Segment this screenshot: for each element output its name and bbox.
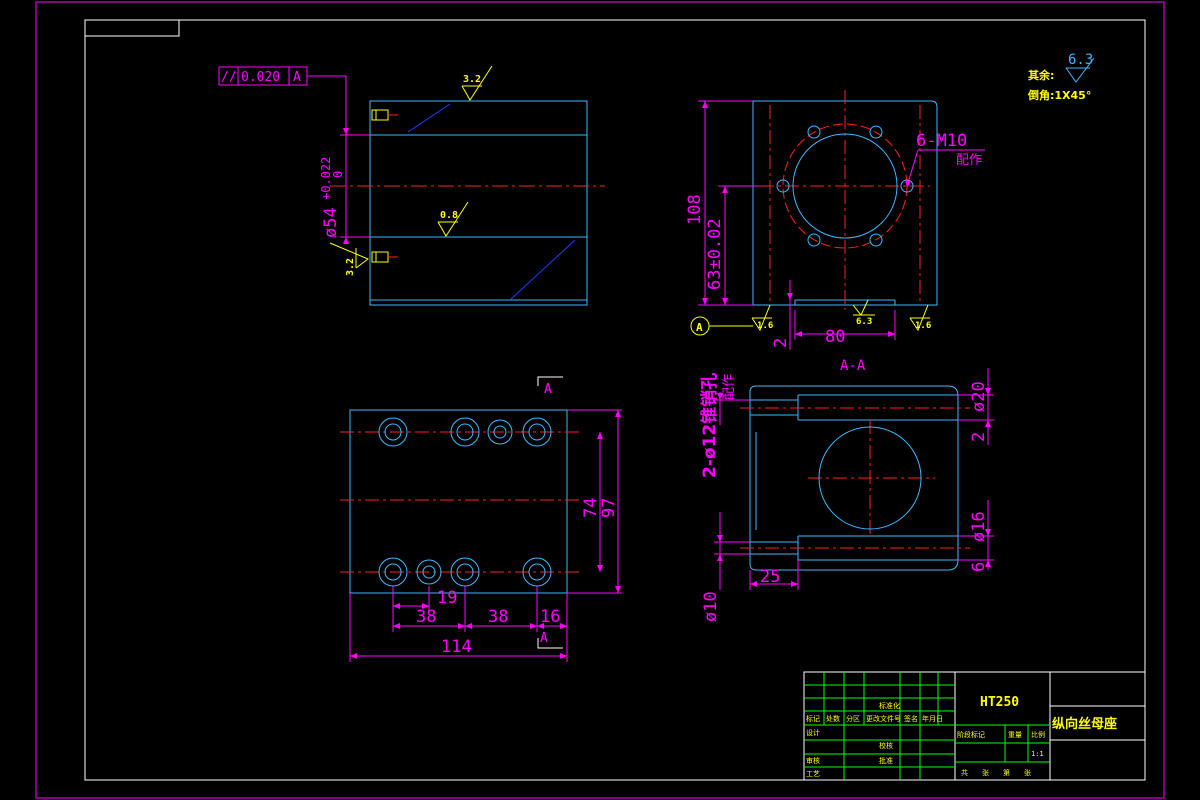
tb-check: 审核 — [806, 756, 820, 765]
dim-19: 19 — [437, 588, 457, 608]
tb-ratio: 比例 — [1031, 730, 1045, 739]
tb-material: HT250 — [980, 695, 1019, 710]
dim-80: 80 — [825, 327, 845, 347]
dim-74: 74 — [581, 498, 601, 518]
dim-m10: 6-M10 — [916, 131, 967, 151]
title-block-text: 标记 处数 分区 更改文件号 签名 年月日 标准化 设计 校核 审核 批准 工艺… — [806, 701, 1045, 778]
dim-6: 6 — [969, 562, 989, 572]
dim-dia54: ø54 — [321, 207, 341, 238]
roughness-front-mid: 0.8 — [440, 210, 458, 221]
dim-2b: 2 — [969, 432, 989, 442]
dim-pin-note: 配作 — [722, 374, 737, 400]
roughness-symbol-front-left — [329, 242, 369, 269]
dim-25: 25 — [760, 567, 780, 587]
dim-38a: 38 — [416, 607, 436, 627]
tb-sheets: 张 — [982, 768, 989, 777]
tb-mark: 标记 — [806, 714, 820, 723]
roughness-front-top: 3.2 — [463, 74, 481, 85]
view-a-bottom: A — [540, 631, 548, 646]
dim-pin: 2-ø12锥销孔 — [699, 373, 720, 478]
dim-dia10: ø10 — [701, 591, 721, 622]
tb-proof: 校核 — [879, 741, 893, 750]
dim-38b: 38 — [488, 607, 508, 627]
front-view: ø54 +0.022 0 3.2 0.8 3.2 — [307, 65, 605, 306]
dim-dia54-tol: +0.022 — [319, 157, 333, 200]
general-value: 6.3 — [1068, 52, 1093, 68]
roughness-symbol-front-top — [461, 65, 493, 101]
tb-process: 工艺 — [806, 770, 820, 778]
inner-frame — [84, 19, 1146, 781]
tb-approve: 批准 — [879, 756, 893, 765]
roughness-symbol-front-mid — [437, 201, 469, 237]
roughness-side-mid: 6.3 — [856, 317, 872, 327]
dim-dia20: ø20 — [969, 381, 989, 412]
tb-docno: 更改文件号 — [866, 714, 901, 723]
tolerance-datum: A — [293, 70, 301, 85]
drawing-frame — [35, 1, 1165, 799]
roughness-symbol-side-mid — [852, 299, 875, 316]
tb-design: 设计 — [806, 728, 820, 737]
tb-page: 第 — [1003, 768, 1010, 777]
tb-std: 标准化 — [879, 701, 900, 710]
roughness-front-left: 3.2 — [345, 258, 356, 276]
tb-scale: 1:1 — [1031, 750, 1044, 758]
roughness-symbol-side-right — [909, 304, 930, 332]
dim-114: 114 — [441, 637, 472, 657]
section-label: A-A — [840, 358, 866, 374]
tb-date: 年月日 — [922, 714, 943, 723]
view-a-top: A — [544, 382, 552, 397]
tolerance-symbol: // — [221, 70, 237, 85]
dim-2: 2 — [771, 338, 791, 348]
dim-16: 16 — [540, 607, 560, 627]
section-aa-view: A-A 2-ø12锥销孔 配作 ø10 — [699, 358, 994, 622]
tb-part-name: 纵向丝母座 — [1052, 716, 1117, 732]
tb-zone: 分区 — [846, 714, 860, 723]
roughness-symbol-side-left — [751, 304, 772, 332]
tb-total: 共 — [961, 768, 968, 777]
dim-dia16: ø16 — [969, 511, 989, 542]
tb-count: 处数 — [826, 714, 840, 723]
title-block — [803, 671, 1146, 781]
geometric-tolerance-frame: // 0.020 A — [218, 66, 308, 86]
dim-63: 63±0.02 — [705, 218, 725, 290]
tb-weight: 重量 — [1008, 731, 1022, 739]
tb-sign: 签名 — [904, 714, 918, 723]
chamfer-label: 倒角:1X45° — [1027, 88, 1091, 102]
dim-108: 108 — [685, 194, 705, 225]
top-view: 74 97 19 38 38 16 114 A A — [340, 376, 622, 662]
roughness-side-left: 1.6 — [757, 321, 773, 331]
general-roughness-note: 其余: 6.3 倒角:1X45° — [1027, 52, 1095, 102]
side-view: 108 63±0.02 80 2 6-M10 配作 1.6 6.3 — [685, 90, 985, 350]
tb-stage-mark: 阶段标记 — [957, 730, 985, 739]
roughness-side-right: 1.6 — [915, 321, 931, 331]
dim-dia54-tol-low: 0 — [331, 171, 345, 178]
tolerance-value: 0.020 — [241, 70, 280, 85]
general-label: 其余: — [1028, 68, 1054, 82]
dim-m10-note: 配作 — [956, 153, 982, 168]
datum-a-circle: A — [696, 321, 703, 334]
tb-sheet: 张 — [1024, 768, 1031, 777]
dim-97: 97 — [599, 498, 619, 518]
